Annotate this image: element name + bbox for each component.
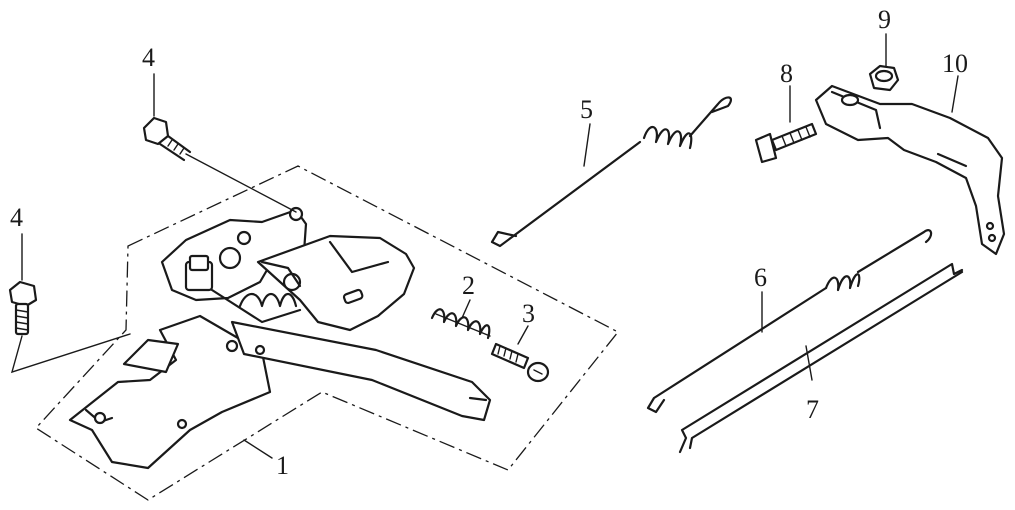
leader-5 — [583, 123, 591, 167]
leader-4a-assembly — [185, 153, 297, 213]
leader-10 — [951, 75, 959, 113]
callout-label: 5 — [580, 95, 593, 124]
callout-label: 6 — [754, 263, 767, 292]
part-3-screw — [490, 342, 550, 383]
callout-label: 1 — [276, 451, 289, 480]
callout-label: 9 — [878, 5, 891, 34]
part-2-spring — [430, 308, 491, 340]
callout-label: 8 — [780, 59, 793, 88]
leader-1 — [243, 439, 273, 459]
callout-label: 3 — [522, 299, 535, 328]
callout-label: 4 — [10, 203, 23, 232]
part-4-bolt-upper — [142, 116, 192, 162]
callout-label: 2 — [462, 271, 475, 300]
part-7-rod — [678, 262, 964, 454]
part-1-control-plate — [68, 206, 492, 470]
callout-label: 10 — [942, 49, 968, 78]
leader-3 — [517, 325, 529, 345]
callout-label: 4 — [142, 43, 155, 72]
part-8-bolt — [754, 122, 818, 164]
part-5-spring-rod — [490, 96, 732, 248]
part-4-bolt-left — [8, 280, 38, 336]
part-9-nut — [868, 64, 900, 92]
callout-label: 7 — [806, 395, 819, 424]
part-10-lever — [814, 84, 1006, 256]
leader-7 — [805, 345, 813, 381]
part-6-spring-rod — [646, 229, 933, 414]
leader-4b-assembly — [10, 333, 131, 374]
leader-2 — [461, 299, 471, 319]
